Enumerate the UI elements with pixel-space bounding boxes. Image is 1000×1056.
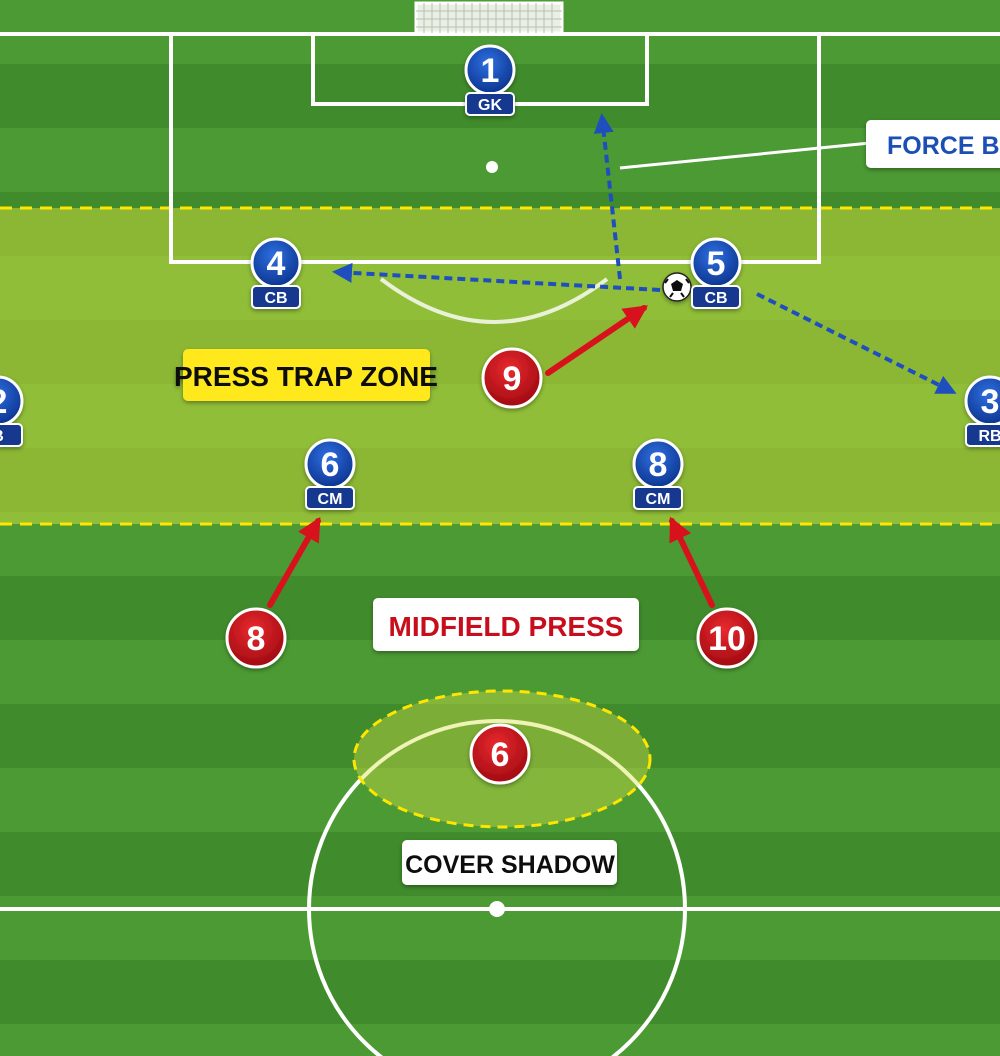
red-player-mid-left: 8 [225,607,287,669]
penalty-spot [486,161,498,173]
ball [662,272,692,302]
blue-player-position: RB [978,428,1000,445]
force-back-text: FORCE BAC [887,132,1000,160]
red-player-number: 8 [247,620,266,658]
press-arrow-mid-right [669,516,715,608]
pass-arrow-to-gk-area [593,113,622,280]
force-back-pointer [619,141,871,170]
blue-player-position-tag [305,486,355,510]
blue-player-disc [0,375,24,427]
red-player-disc [469,723,531,785]
blue-player-number: 5 [707,245,726,283]
red-team: 9 8 10 6 [225,347,758,785]
press-trap-zone-label: PRESS TRAP ZONE [174,349,438,401]
press-arrows [267,305,715,608]
red-player-holding: 6 [469,723,531,785]
red-player-number: 10 [708,620,746,658]
blue-player-number: 3 [981,383,1000,421]
press-arrow-mid-left [267,516,321,608]
blue-player-position: CM [646,491,671,508]
blue-player-position-tag [965,423,1000,447]
blue-player-number: 6 [321,446,340,484]
center-spot [489,901,505,917]
blue-player-position-tag [465,92,515,116]
red-player-number: 9 [503,360,522,398]
pass-arrow-to-rb [756,292,957,394]
blue-player-cb-right: 5CB [690,237,742,309]
blue-player-position: CM [318,491,343,508]
cover-shadow-text: COVER SHADOW [405,851,615,879]
red-player-striker: 9 [481,347,543,409]
center-circle [307,719,687,1056]
press-arrow-striker [545,305,648,376]
blue-player-position-tag [0,423,23,447]
red-player-mid-right: 10 [696,607,758,669]
blue-player-rb: 3RB [964,375,1000,447]
midfield-press-label: MIDFIELD PRESS [373,598,639,651]
blue-player-cm-left: 6CM [304,438,356,510]
blue-player-position: CB [264,290,287,307]
press-trap-zone-text: PRESS TRAP ZONE [174,361,438,392]
red-player-disc [225,607,287,669]
red-player-number: 6 [491,736,510,774]
goal-net [414,1,564,35]
blue-player-position-tag [633,486,683,510]
blue-player-number: 2 [0,383,7,421]
pass-options [332,113,957,394]
force-back-label: FORCE BAC [866,120,1000,168]
blue-player-position-tag [251,285,301,309]
blue-player-position: GK [478,97,502,114]
blue-player-position: B [0,428,4,445]
blue-player-number: 1 [481,52,500,90]
blue-player-number: 4 [267,245,286,283]
blue-player-cb-left: 4CB [250,237,302,309]
blue-team: 1GK4CB5CB2B3RB6CM8CM [0,44,1000,510]
blue-player-number: 8 [649,446,668,484]
blue-player-cm-right: 8CM [632,438,684,510]
blue-player-position-tag [691,285,741,309]
midfield-press-text: MIDFIELD PRESS [389,611,624,642]
blue-player-gk: 1GK [464,44,516,116]
pass-arrow-to-cb-left [332,262,661,292]
blue-player-position: CB [704,290,727,307]
red-player-disc [481,347,543,409]
red-player-disc [696,607,758,669]
blue-player-lb: 2B [0,375,24,447]
penalty-arc [379,277,609,324]
cover-shadow-label: COVER SHADOW [402,840,617,885]
